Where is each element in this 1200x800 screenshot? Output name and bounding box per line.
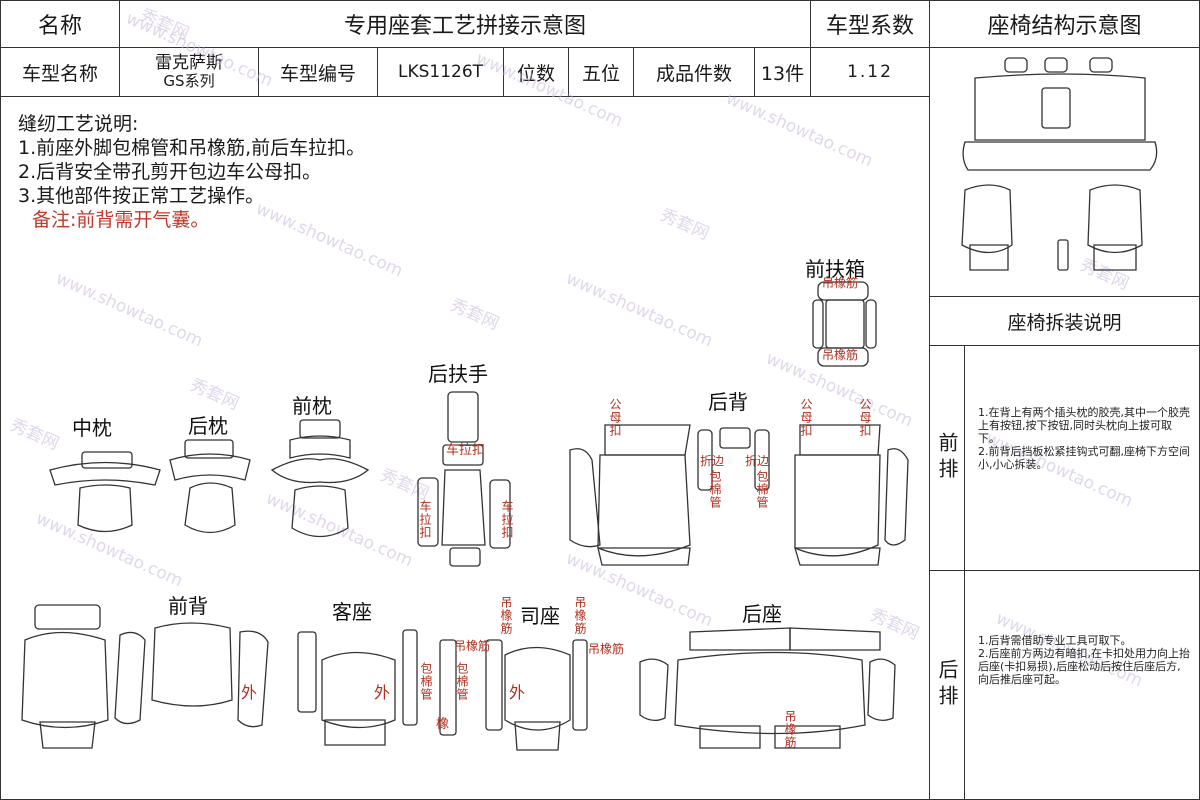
annotation-bungee: 吊橡筋 xyxy=(783,710,797,749)
model-line2: GS系列 xyxy=(163,72,215,90)
seats-value: 五位 xyxy=(581,62,620,85)
rear-armrest-pattern xyxy=(417,391,511,567)
middle-pillow-pattern xyxy=(49,451,161,533)
instruction-item: 1.在背上有两个插头枕的胶壳,其中一个胶壳上有按钮,按下按钮,同时头枕向上拔可取… xyxy=(978,406,1190,445)
annotation-snap: 公母扣 xyxy=(858,398,872,437)
annotation-pull-button: 车拉扣 xyxy=(418,500,432,539)
annotation-cotton-tube: 包棉管 xyxy=(708,470,722,509)
code-value: LKS1126T xyxy=(397,62,484,82)
annotation-bungee-short: 橡 xyxy=(436,717,450,732)
annotation-cotton-tube: 包棉管 xyxy=(419,662,433,701)
part-label-rear-seat: 后座 xyxy=(742,602,782,626)
part-label-front-armbox: 前扶箱 xyxy=(805,257,865,281)
annotation-pull-button: 车拉扣 xyxy=(446,443,486,458)
front-row-instructions: 1.在背上有两个插头枕的胶壳,其中一个胶壳上有按钮,按下按钮,同时头枕向上拔可取… xyxy=(978,406,1190,471)
front-pillow-pattern xyxy=(270,419,370,538)
model-line1: 雷克萨斯 xyxy=(155,53,223,73)
seat-structure-drawing xyxy=(961,57,1158,271)
coef-label-cell: 车型系数 xyxy=(810,0,930,48)
notes-remark: 备注:前背需开气囊。 xyxy=(32,209,210,231)
instruction-item: 2.后座前方两边有暗扣,在卡扣处用力向上抬后座(卡扣易损),后座松动后按住后座后… xyxy=(978,647,1190,686)
rear-seat-pattern xyxy=(639,627,896,749)
rear-row-instructions: 1.后背需借助专业工具可取下。 2.后座前方两边有暗扣,在卡扣处用力向上抬后座(… xyxy=(978,634,1190,686)
pieces-value: 13件 xyxy=(760,62,805,85)
rear-pillow-pattern xyxy=(169,439,251,534)
front-row-label-text: 前排 xyxy=(935,432,959,484)
part-label-rear-pillow: 后枕 xyxy=(188,414,228,438)
annotation-bungee: 吊橡筋 xyxy=(454,639,491,653)
notes-item: 1.前座外脚包棉管和吊橡筋,前后车拉扣。 xyxy=(18,137,366,159)
coef-label: 车型系数 xyxy=(825,14,914,39)
seats-label: 位数 xyxy=(516,62,555,85)
instruction-item: 2.前背后挡板松紧挂钩式可翻,座椅下方空间小,小心拆装。 xyxy=(978,445,1190,471)
coef-value: 1.12 xyxy=(847,62,893,82)
annotation-fold-edge: 折边 xyxy=(745,454,770,468)
annotation-bungee: 吊橡筋 xyxy=(573,596,587,635)
part-label-rear-armrest: 后扶手 xyxy=(428,362,488,386)
annotation-bungee: 吊橡筋 xyxy=(499,596,513,635)
part-label-front-back: 前背 xyxy=(168,594,208,618)
pieces-label: 成品件数 xyxy=(655,62,732,85)
struct-title: 座椅结构示意图 xyxy=(987,14,1142,39)
front-back-pattern xyxy=(21,604,269,749)
annotation-bungee: 吊橡筋 xyxy=(822,348,859,362)
name-label: 名称 xyxy=(37,14,82,39)
annotation-snap: 公母扣 xyxy=(608,398,622,437)
rear-row-label: 后排 xyxy=(929,570,965,800)
annotation-bungee: 吊橡筋 xyxy=(822,276,859,290)
part-label-passenger-seat: 客座 xyxy=(332,600,372,624)
driver-seat-pattern xyxy=(485,639,588,751)
annotation-snap: 公母扣 xyxy=(799,398,813,437)
annotation-cotton-tube: 包棉管 xyxy=(755,470,769,509)
annotation-outer: 外 xyxy=(509,683,526,702)
disassembly-title: 座椅拆装说明 xyxy=(1007,311,1122,334)
notes-heading: 缝纫工艺说明: xyxy=(18,113,139,135)
rear-row-label-text: 后排 xyxy=(935,659,959,711)
passenger-seat-pattern xyxy=(297,629,457,746)
annotation-pull-button: 车拉扣 xyxy=(500,500,514,539)
part-label-driver-seat: 司座 xyxy=(520,604,560,628)
front-row-label: 前排 xyxy=(929,345,965,571)
part-label-front-pillow: 前枕 xyxy=(292,394,332,418)
front-armbox-pattern xyxy=(812,281,877,367)
sewing-notes: 缝纫工艺说明: 1.前座外脚包棉管和吊橡筋,前后车拉扣。 2.后背安全带孔剪开包… xyxy=(18,112,365,232)
code-label: 车型编号 xyxy=(279,62,356,85)
annotation-fold-edge: 折边 xyxy=(700,454,725,468)
annotation-cotton-tube: 包棉管 xyxy=(455,662,469,701)
annotation-outer: 外 xyxy=(241,683,258,702)
part-label-middle-pillow: 中枕 xyxy=(72,416,112,440)
instruction-item: 1.后背需借助专业工具可取下。 xyxy=(978,634,1132,647)
page-title: 专用座套工艺拼接示意图 xyxy=(343,14,586,39)
annotation-outer: 外 xyxy=(374,683,391,702)
model-label: 车型名称 xyxy=(21,62,98,85)
part-label-rear-back: 后背 xyxy=(708,390,748,414)
annotation-bungee: 吊橡筋 xyxy=(588,642,625,656)
rear-back-pattern xyxy=(569,424,909,566)
notes-item: 3.其他部件按正常工艺操作。 xyxy=(18,185,265,207)
notes-item: 2.后背安全带孔剪开包边车公母扣。 xyxy=(18,161,322,183)
